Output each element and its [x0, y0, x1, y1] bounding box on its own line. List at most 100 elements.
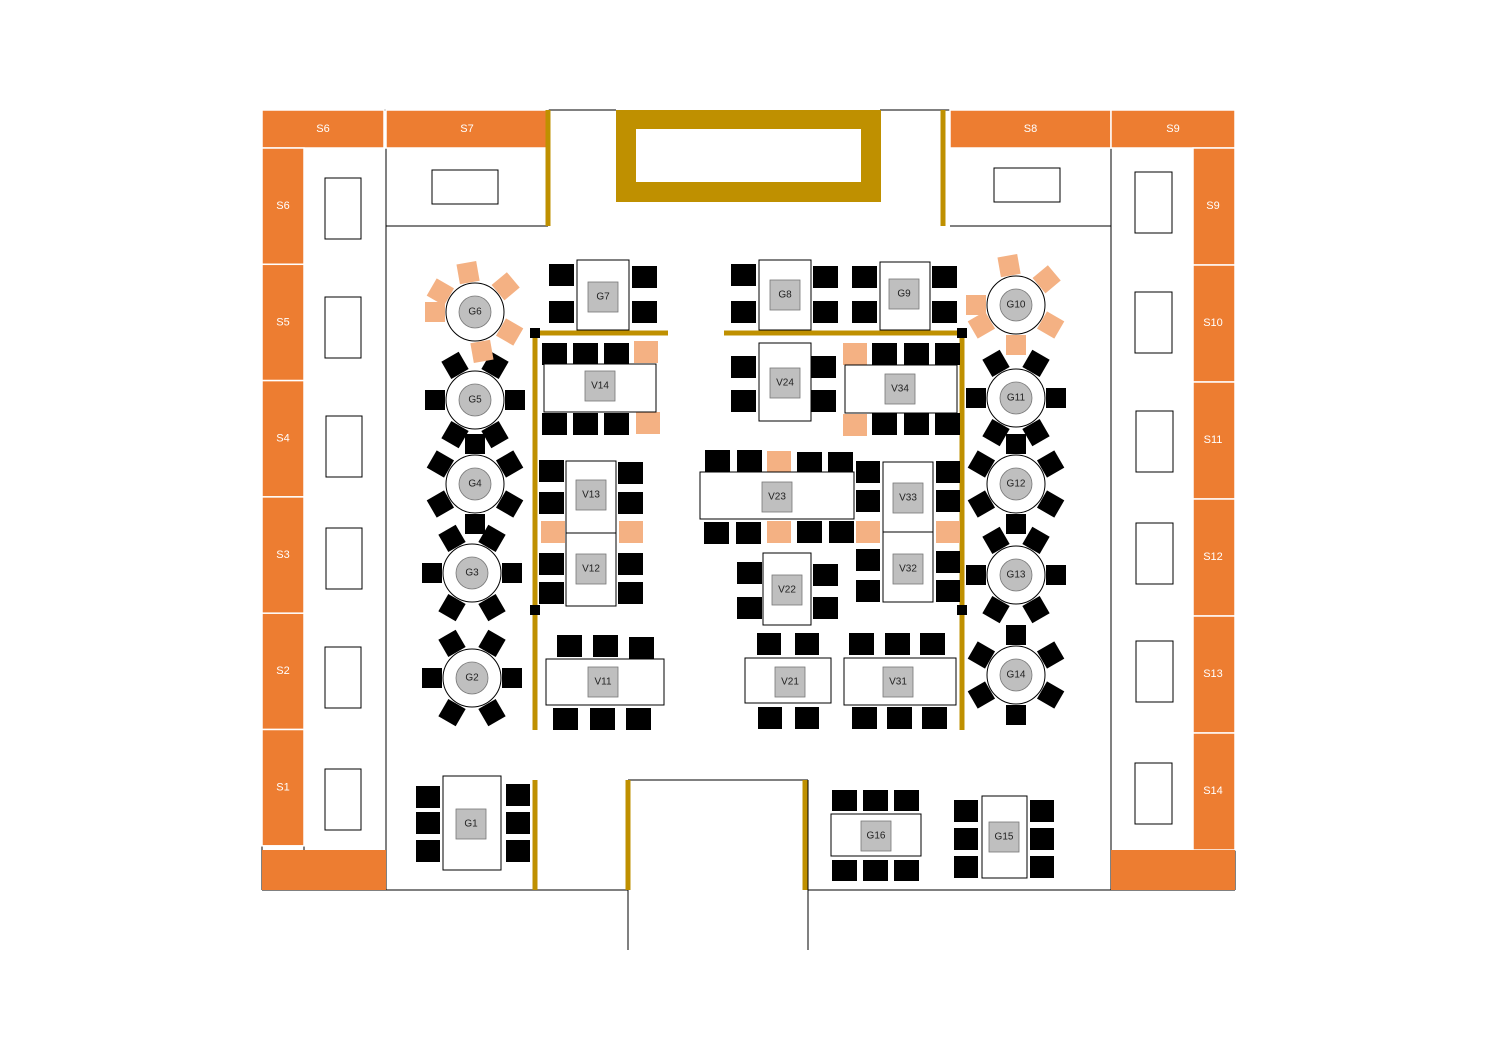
- chair: [936, 461, 960, 483]
- chair: [506, 840, 530, 862]
- chair: [426, 278, 455, 306]
- table-label: G5: [468, 395, 482, 406]
- chair: [758, 707, 782, 729]
- chair: [731, 390, 756, 412]
- table-center: [575, 553, 607, 585]
- chair: [856, 490, 880, 512]
- chair: [1030, 856, 1054, 878]
- booth-label: S7: [460, 123, 473, 135]
- table-center: [761, 481, 793, 513]
- booth-label: S6: [276, 200, 289, 212]
- chair: [1006, 514, 1026, 534]
- counter: [1135, 640, 1174, 703]
- counter: [993, 167, 1061, 203]
- chair: [705, 450, 730, 472]
- table-label: V11: [594, 677, 611, 688]
- booth-left: [261, 263, 305, 382]
- chair: [811, 390, 836, 412]
- chair: [829, 521, 854, 543]
- booth-label: S1: [276, 782, 289, 794]
- table-center: [988, 821, 1020, 853]
- chair: [1046, 565, 1066, 585]
- chair: [736, 522, 761, 544]
- table-center: [882, 666, 914, 698]
- table-center: [771, 574, 803, 606]
- table-center: [455, 661, 489, 695]
- chair: [553, 708, 578, 730]
- chair: [542, 413, 567, 435]
- chair: [997, 254, 1021, 278]
- chair: [618, 492, 643, 514]
- table-label: G2: [465, 673, 479, 684]
- table-label: V34: [891, 384, 909, 395]
- chair: [731, 356, 756, 378]
- booth-top: [385, 109, 549, 149]
- chair: [539, 460, 564, 482]
- chair: [636, 412, 660, 434]
- counter: [1134, 291, 1173, 354]
- chair: [852, 707, 877, 729]
- chair: [422, 668, 442, 688]
- table-label: G3: [465, 568, 479, 579]
- chair: [813, 266, 838, 288]
- chair: [539, 553, 564, 575]
- chair: [1036, 641, 1065, 669]
- table-center: [587, 666, 619, 698]
- counter: [1134, 171, 1173, 234]
- chair: [422, 563, 442, 583]
- booth-label: S2: [276, 665, 289, 677]
- chair: [1036, 450, 1065, 478]
- table-label: V22: [778, 585, 796, 596]
- chair: [495, 490, 524, 518]
- chair: [849, 633, 874, 655]
- table-label: V23: [768, 492, 786, 503]
- chair: [1036, 681, 1065, 709]
- chair: [731, 301, 756, 323]
- chair: [811, 356, 836, 378]
- partition-post: [957, 328, 967, 338]
- chair: [852, 266, 877, 288]
- table-label: G16: [867, 831, 886, 842]
- chair: [438, 698, 466, 727]
- chair: [966, 565, 986, 585]
- chair: [936, 521, 960, 543]
- counter: [324, 768, 362, 831]
- counter: [431, 169, 499, 205]
- table-label: G1: [464, 819, 478, 830]
- booth-label: S14: [1203, 785, 1223, 797]
- chair: [590, 708, 615, 730]
- table-center: [458, 295, 492, 329]
- table-center: [999, 381, 1033, 415]
- chair: [966, 295, 986, 315]
- booth-right: [1192, 147, 1236, 266]
- chair: [737, 450, 762, 472]
- chair: [557, 635, 582, 657]
- chair: [502, 668, 522, 688]
- chair: [506, 812, 530, 834]
- chair: [416, 786, 440, 808]
- chair: [935, 343, 960, 365]
- table-label: V32: [899, 564, 917, 575]
- table-label: V12: [582, 564, 600, 575]
- booth-left: [261, 612, 305, 731]
- chair: [767, 521, 791, 543]
- booth-right: [1192, 498, 1236, 617]
- partition-post: [530, 328, 540, 338]
- chair: [894, 860, 919, 881]
- booth-right: [1192, 381, 1236, 500]
- table-label: V24: [776, 378, 794, 389]
- table-label: G9: [897, 289, 911, 300]
- counter: [1135, 522, 1174, 585]
- chair: [1006, 625, 1026, 645]
- booth-left: [261, 379, 305, 498]
- table-label: G10: [1007, 300, 1026, 311]
- table-center: [999, 467, 1033, 501]
- table-center: [455, 808, 487, 840]
- chair: [465, 434, 485, 454]
- chair: [539, 492, 564, 514]
- table-center: [769, 279, 801, 311]
- chair: [438, 629, 466, 658]
- chair: [795, 707, 819, 729]
- chair: [967, 311, 996, 339]
- chair: [1032, 265, 1061, 294]
